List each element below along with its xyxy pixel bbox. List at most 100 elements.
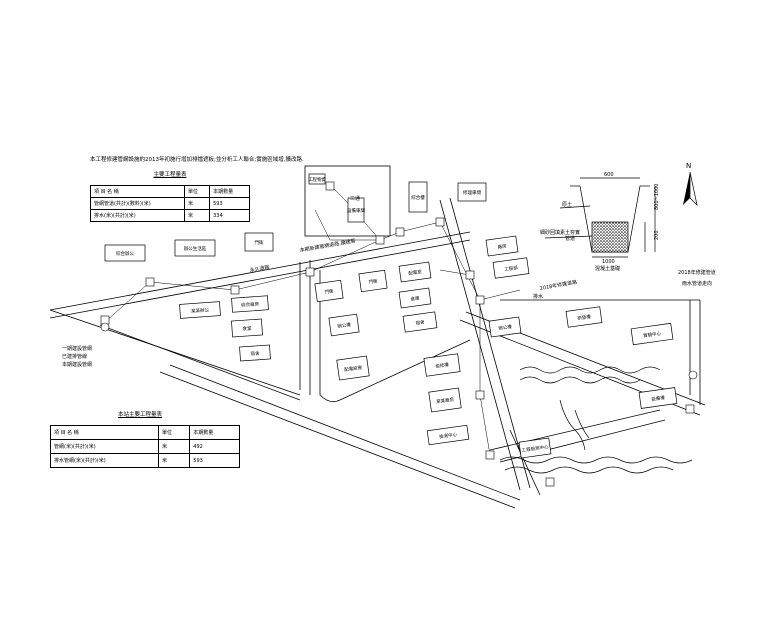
building-b6: 食堂 bbox=[231, 318, 263, 338]
section-label-base: 混凝土基礎 bbox=[595, 265, 620, 272]
building-outline bbox=[638, 387, 678, 409]
building-label: 配電設施 bbox=[344, 364, 363, 374]
building-outline bbox=[328, 313, 360, 337]
building-outline bbox=[336, 355, 370, 381]
table-row: 排水管網(米)(共計)(米) 米 593 bbox=[50, 453, 240, 468]
building-b15: 檢修樓 bbox=[423, 353, 461, 377]
building-outline bbox=[398, 287, 432, 309]
building-b7: 宿舍 bbox=[239, 344, 271, 362]
building-outline bbox=[492, 257, 530, 279]
building-label: 綜合廠房 bbox=[241, 300, 260, 308]
building-outline bbox=[423, 353, 461, 377]
building-b14: 配電設施 bbox=[336, 355, 370, 381]
building-label: 配電室 bbox=[408, 268, 423, 277]
river bbox=[499, 366, 693, 474]
table-row: 項 目 名 稱 單位 本期數量 bbox=[89, 185, 250, 198]
annotation-11: 管道 bbox=[565, 235, 575, 242]
building-label: 工程物資 bbox=[308, 176, 326, 183]
table2-title: 本站主要工程量表 bbox=[117, 412, 162, 418]
section-dim-base: 200 bbox=[654, 230, 660, 240]
section-label-fill: 細砂回填素土夯實 bbox=[540, 229, 580, 236]
table-cell: 593 bbox=[209, 197, 250, 210]
building-b27: 工程檢測中心 bbox=[518, 437, 552, 459]
building-label: 食堂 bbox=[242, 325, 252, 333]
section-labels: 600 800~1000 200 1000 原土 細砂回填素土夯實 混凝土基礎 bbox=[540, 172, 660, 272]
table-header: 單位 bbox=[184, 185, 211, 198]
building-b23: 綜合樓 bbox=[408, 181, 428, 213]
building-label: 倉庫 bbox=[410, 294, 420, 302]
table-row: 管網(米)(共計)(米) 米 492 bbox=[50, 439, 240, 454]
building-label: 設備樓 bbox=[651, 394, 666, 403]
section-dim-bottom: 1000 bbox=[602, 259, 615, 265]
building-outline bbox=[104, 244, 146, 262]
table-row: 管網管道(共計)(數料)(米) 米 593 bbox=[89, 197, 250, 210]
building-label: 研發樓 bbox=[577, 313, 592, 322]
table-header: 項 目 名 稱 bbox=[89, 185, 186, 198]
table-cell: 334 bbox=[209, 209, 250, 222]
table-cell: 管網管道(共計)(數料)(米) bbox=[89, 197, 186, 210]
building-b24: 設備車間 bbox=[347, 197, 365, 223]
building-outline bbox=[347, 197, 365, 223]
building-outline bbox=[426, 424, 470, 446]
building-label: 檢測中心 bbox=[439, 431, 458, 441]
table-cell: 排水(米)(共計)(米) bbox=[89, 209, 186, 222]
building-label: 某某廠房 bbox=[436, 396, 455, 406]
annotation-9: 排水 bbox=[533, 293, 543, 300]
building-b3: 門衛 bbox=[244, 232, 274, 252]
section-label-soil: 原土 bbox=[562, 201, 572, 208]
table1: 項 目 名 稱 單位 本期數量 管網管道(共計)(數料)(米) 米 593 排水… bbox=[89, 185, 250, 222]
building-b22: 修理車間 bbox=[457, 182, 487, 202]
table-cell: 管網(米)(共計)(米) bbox=[50, 439, 159, 454]
annotation-10: 三通 bbox=[350, 195, 360, 202]
building-label: 辦公生活區 bbox=[184, 245, 207, 252]
building-b17: 辦公樓 bbox=[488, 316, 522, 338]
building-b19: 實驗中心 bbox=[630, 322, 674, 346]
building-outline bbox=[630, 322, 674, 346]
building-outline bbox=[402, 311, 438, 333]
building-b8: 門衛 bbox=[314, 279, 344, 303]
building-label: 工程部 bbox=[504, 264, 519, 273]
annotation-1: 永久道路 bbox=[249, 264, 270, 274]
table-row: 排水(米)(共計)(米) 米 334 bbox=[89, 209, 250, 222]
annotation-6: 一期建設管網 bbox=[62, 345, 92, 352]
building-label: 辦公樓 bbox=[337, 321, 352, 330]
building-label: 宿舍 bbox=[250, 350, 260, 358]
building-b12: 宿舍 bbox=[402, 311, 438, 333]
building-outline bbox=[244, 232, 274, 252]
table-cell: 米 bbox=[157, 453, 191, 468]
table-cell: 492 bbox=[189, 439, 240, 454]
building-b9: 門衛 bbox=[358, 269, 388, 293]
north-label: N bbox=[686, 162, 691, 170]
building-label: 設備車間 bbox=[347, 207, 365, 214]
header-note: 本工程修建管網設施約2013年初施行增加排擋遮板;並分析工人聯合;實施區域增,擴… bbox=[90, 157, 304, 163]
building-outline bbox=[231, 318, 263, 338]
building-b21: 工程部 bbox=[492, 257, 530, 279]
table-header: 項 目 名 稱 bbox=[50, 425, 159, 440]
building-b5: 綜合廠房 bbox=[231, 295, 269, 313]
table-row: 項 目 名 稱 單位 本期數量 bbox=[50, 425, 240, 440]
road-lines bbox=[49, 165, 706, 509]
building-outline bbox=[408, 181, 428, 213]
annotation-5: 雨水管道走向 bbox=[682, 280, 712, 287]
building-outline bbox=[398, 261, 432, 283]
building-outline bbox=[308, 173, 326, 185]
annotation-4: 2018年修建管道 bbox=[678, 269, 716, 276]
trench-section-detail bbox=[544, 177, 656, 258]
building-b1: 綜合辦公 bbox=[104, 244, 146, 262]
building-outline bbox=[457, 182, 487, 202]
building-b25: 工程物資 bbox=[308, 173, 326, 185]
table2: 項 目 名 稱 單位 本期數量 管網(米)(共計)(米) 米 492 排水管網(… bbox=[50, 425, 240, 468]
building-outline bbox=[488, 316, 522, 338]
building-label: 工程檢測中心 bbox=[521, 443, 549, 454]
building-outline bbox=[428, 387, 462, 413]
section-dim-top: 600 bbox=[604, 172, 614, 178]
building-b2: 辦公生活區 bbox=[174, 239, 216, 257]
building-label: 門衛 bbox=[255, 239, 264, 246]
building-outline bbox=[231, 295, 269, 313]
building-label: 綜合樓 bbox=[411, 194, 425, 201]
building-b11: 倉庫 bbox=[398, 287, 432, 309]
manholes bbox=[100, 181, 698, 487]
building-outline bbox=[179, 301, 221, 319]
building-b20: 廠房 bbox=[485, 235, 519, 257]
